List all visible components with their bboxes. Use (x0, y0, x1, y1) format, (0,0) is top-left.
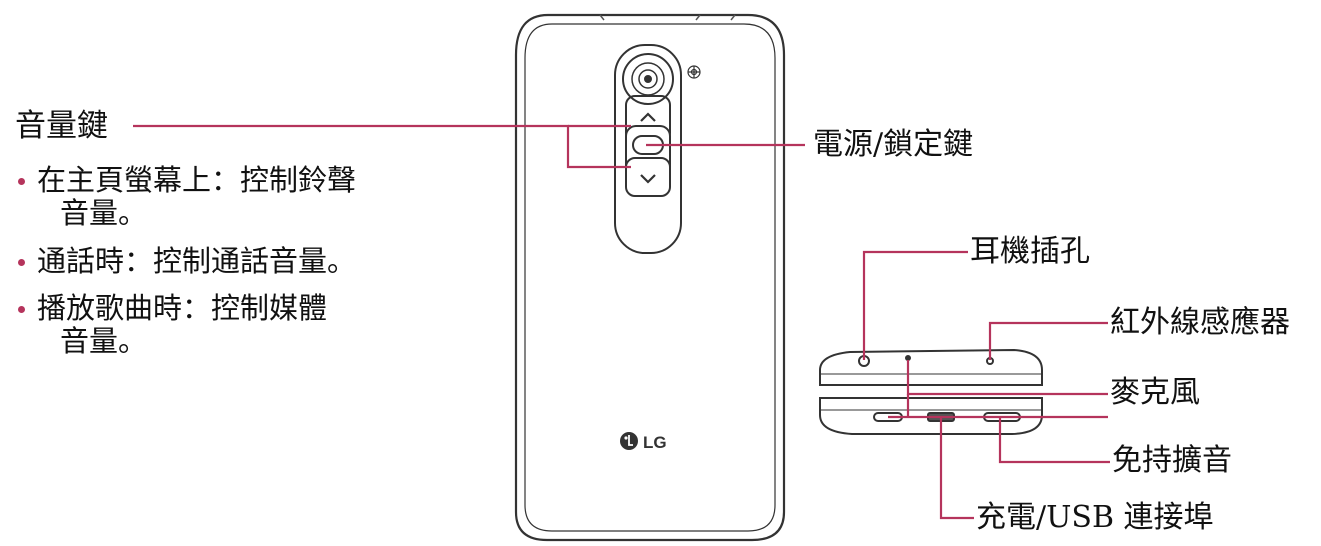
volume-bullet-home-screen-continued: 音量。 (60, 196, 148, 230)
volume-bullet-call: 通話時：控制通話音量。 (37, 244, 357, 278)
speaker-label: 免持擴音 (1112, 443, 1232, 478)
camera-button-housing (614, 44, 682, 254)
volume-bullet-home-screen: 在主頁螢幕上：控制鈴聲 (37, 163, 357, 197)
chevron-down-icon (640, 174, 656, 184)
ir-callout-line (988, 321, 1108, 360)
speaker-callout-line (998, 417, 1110, 464)
earphone-jack-label: 耳機插孔 (970, 234, 1090, 269)
volume-bullet-music-continued: 音量。 (60, 324, 148, 358)
bullet-dot (18, 306, 25, 313)
charger-usb-port-label: 充電/USB 連接埠 (976, 500, 1214, 535)
lg-logo-text: LG (643, 433, 667, 452)
microphone-label: 麥克風 (1110, 375, 1200, 410)
phone-back (514, 13, 786, 542)
volume-keys-title: 音量鍵 (15, 108, 108, 144)
top-edge-marks (599, 14, 736, 21)
bullet-dot (18, 178, 25, 185)
bullet-dot (18, 259, 25, 266)
microphone-callout-line (906, 360, 1108, 396)
phone-inner-outline (524, 23, 776, 532)
usb-callout-line (939, 417, 974, 520)
camera-cluster (614, 44, 682, 254)
earphone-callout-line (862, 250, 968, 360)
volume-bullet-music: 播放歌曲時：控制媒體 (37, 291, 328, 325)
volume-callout-line (133, 124, 631, 169)
chevron-up-icon (640, 112, 656, 122)
volume-down-button (625, 157, 671, 197)
lg-logo: LG (620, 432, 667, 452)
camera-lens-outer (622, 53, 674, 105)
phone-outline (514, 13, 786, 542)
power-lock-key-label: 電源/鎖定鍵 (813, 127, 974, 162)
top-edge-view (819, 348, 1043, 386)
camera-lens-inner (638, 69, 658, 89)
ir-sensor-label: 紅外線感應器 (1110, 305, 1290, 340)
callout-lines (133, 124, 1110, 520)
microphone-top-hole (905, 355, 911, 361)
flash-icon (687, 65, 701, 79)
